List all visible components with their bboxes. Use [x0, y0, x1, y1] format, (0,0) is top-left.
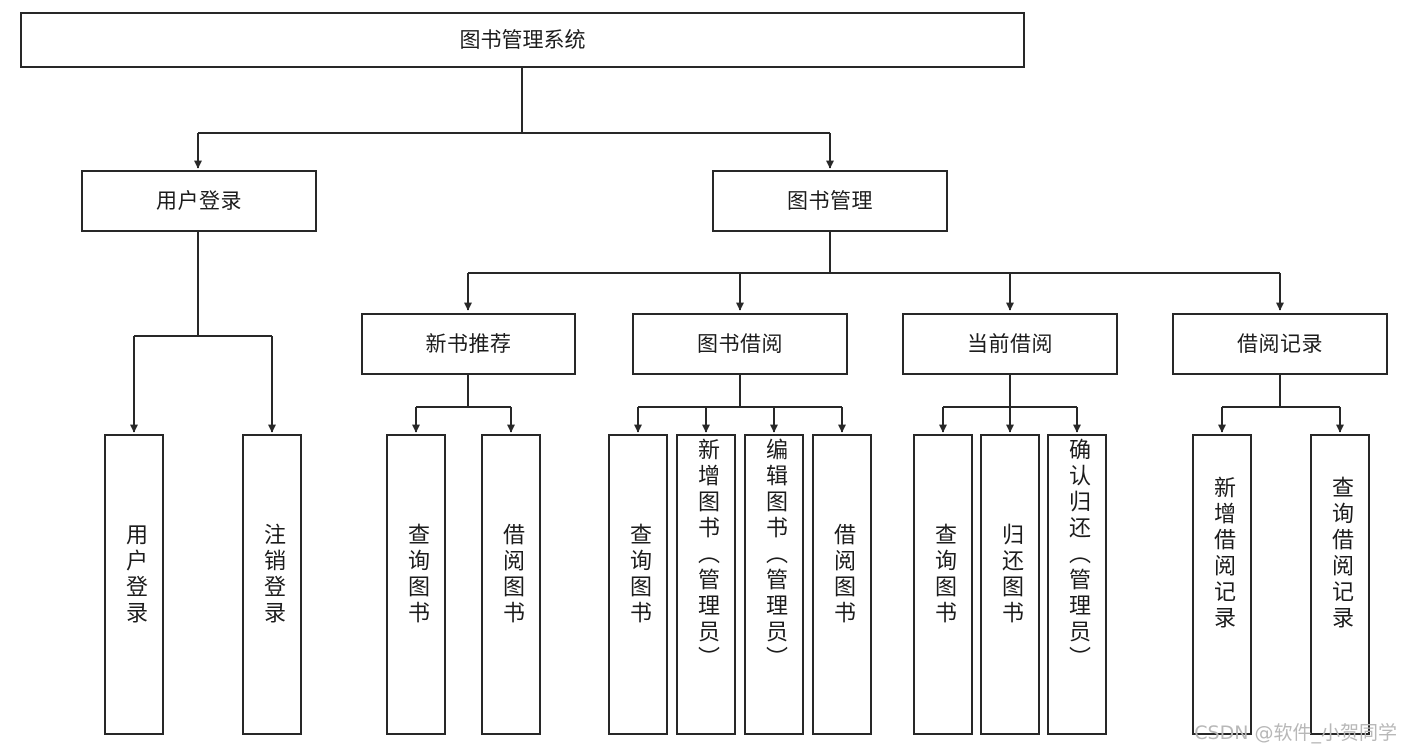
- node-book-borrow[interactable]: 图书借阅: [632, 313, 848, 375]
- node-leaf-return-book[interactable]: 归还图书: [980, 434, 1040, 735]
- node-borrow-record-label: 借阅记录: [1237, 331, 1323, 356]
- node-leaf-confirm-return-label: 确认归还（管理员）: [1065, 438, 1090, 672]
- node-leaf-borrow-book-2-label: 借阅图书: [830, 523, 855, 627]
- node-borrow-record[interactable]: 借阅记录: [1172, 313, 1388, 375]
- node-book-borrow-label: 图书借阅: [697, 331, 783, 356]
- node-leaf-query-book-3-label: 查询图书: [931, 523, 956, 627]
- node-leaf-confirm-return[interactable]: 确认归还（管理员）: [1047, 434, 1107, 735]
- node-book-manage-label: 图书管理: [787, 188, 873, 213]
- node-leaf-add-book-label: 新增图书（管理员）: [694, 438, 719, 672]
- node-new-book-rec-label: 新书推荐: [425, 331, 512, 356]
- node-leaf-add-book[interactable]: 新增图书（管理员）: [676, 434, 736, 735]
- node-leaf-query-record[interactable]: 查询借阅记录: [1310, 434, 1370, 735]
- node-new-book-rec[interactable]: 新书推荐: [361, 313, 576, 375]
- node-leaf-add-record[interactable]: 新增借阅记录: [1192, 434, 1252, 735]
- node-root[interactable]: 图书管理系统: [20, 12, 1025, 68]
- node-leaf-query-record-label: 查询借阅记录: [1328, 476, 1353, 632]
- node-user-login[interactable]: 用户登录: [81, 170, 317, 232]
- node-leaf-return-book-label: 归还图书: [998, 523, 1023, 627]
- node-leaf-add-record-label: 新增借阅记录: [1210, 476, 1235, 632]
- node-leaf-user-login[interactable]: 用户登录: [104, 434, 164, 735]
- node-leaf-user-login-label: 用户登录: [122, 523, 147, 627]
- node-leaf-logout[interactable]: 注销登录: [242, 434, 302, 735]
- node-leaf-edit-book[interactable]: 编辑图书（管理员）: [744, 434, 804, 735]
- node-leaf-query-book-2-label: 查询图书: [626, 523, 651, 627]
- node-current-borrow[interactable]: 当前借阅: [902, 313, 1118, 375]
- node-current-borrow-label: 当前借阅: [967, 331, 1053, 356]
- node-root-label: 图书管理系统: [459, 27, 586, 52]
- node-leaf-borrow-book-2[interactable]: 借阅图书: [812, 434, 872, 735]
- node-leaf-edit-book-label: 编辑图书（管理员）: [762, 438, 787, 672]
- node-leaf-borrow-book-1[interactable]: 借阅图书: [481, 434, 541, 735]
- node-leaf-borrow-book-1-label: 借阅图书: [499, 523, 524, 627]
- node-leaf-query-book-1-label: 查询图书: [404, 523, 429, 627]
- node-user-login-label: 用户登录: [156, 188, 242, 213]
- node-book-manage[interactable]: 图书管理: [712, 170, 948, 232]
- node-leaf-query-book-1[interactable]: 查询图书: [386, 434, 446, 735]
- node-leaf-query-book-3[interactable]: 查询图书: [913, 434, 973, 735]
- node-leaf-query-book-2[interactable]: 查询图书: [608, 434, 668, 735]
- node-leaf-logout-label: 注销登录: [260, 523, 285, 627]
